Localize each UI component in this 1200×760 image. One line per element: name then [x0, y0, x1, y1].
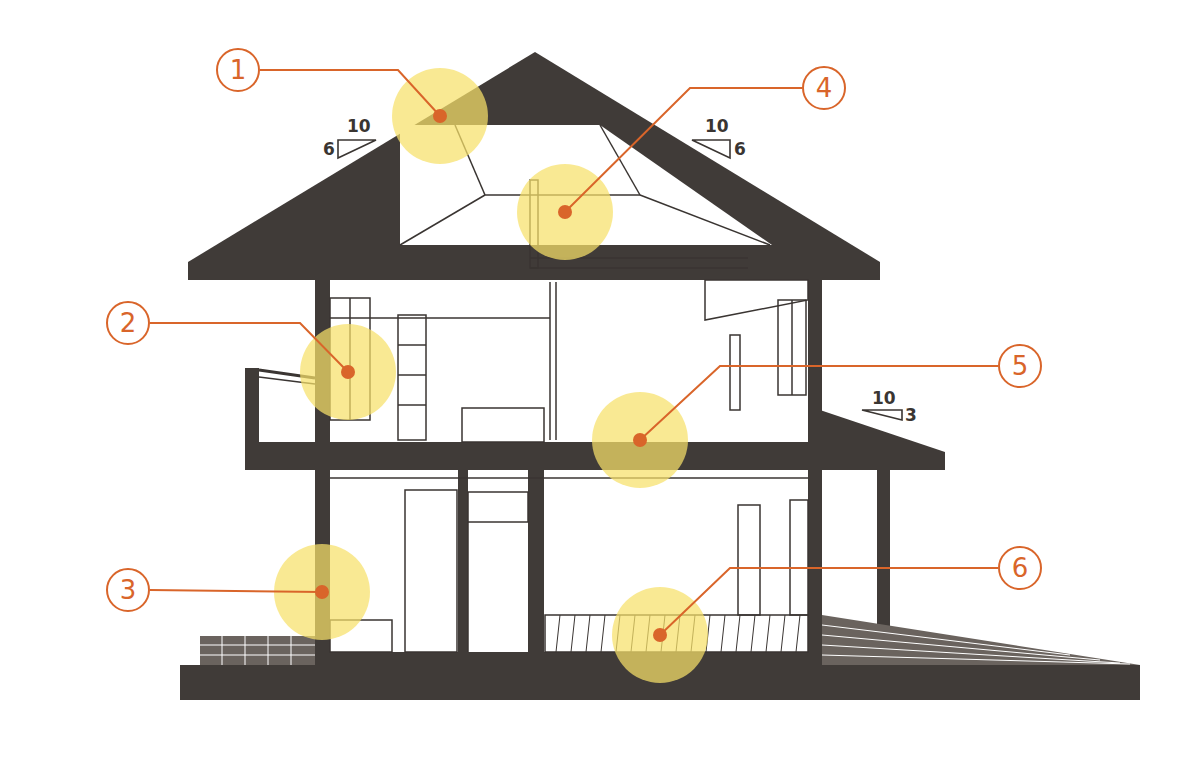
- slope-label: 6: [323, 141, 335, 158]
- callout-number: 3: [120, 577, 137, 603]
- slope-label: 6: [734, 141, 746, 158]
- callout-number: 6: [1012, 555, 1029, 581]
- callout-circle: 2: [106, 301, 150, 345]
- callout-circle: 6: [998, 546, 1042, 590]
- slope-label: 3: [905, 407, 917, 424]
- callout-number: 1: [230, 57, 247, 83]
- slope-label: 10: [705, 118, 729, 135]
- callout-circle: 1: [216, 48, 260, 92]
- callout-number: 4: [816, 75, 833, 101]
- slope-label: 10: [347, 118, 371, 135]
- callout-number: 5: [1012, 353, 1029, 379]
- callout-number: 2: [120, 310, 137, 336]
- callout-circle: 4: [802, 66, 846, 110]
- callout-circle: 5: [998, 344, 1042, 388]
- slope-label: 10: [872, 390, 896, 407]
- callout-circle: 3: [106, 568, 150, 612]
